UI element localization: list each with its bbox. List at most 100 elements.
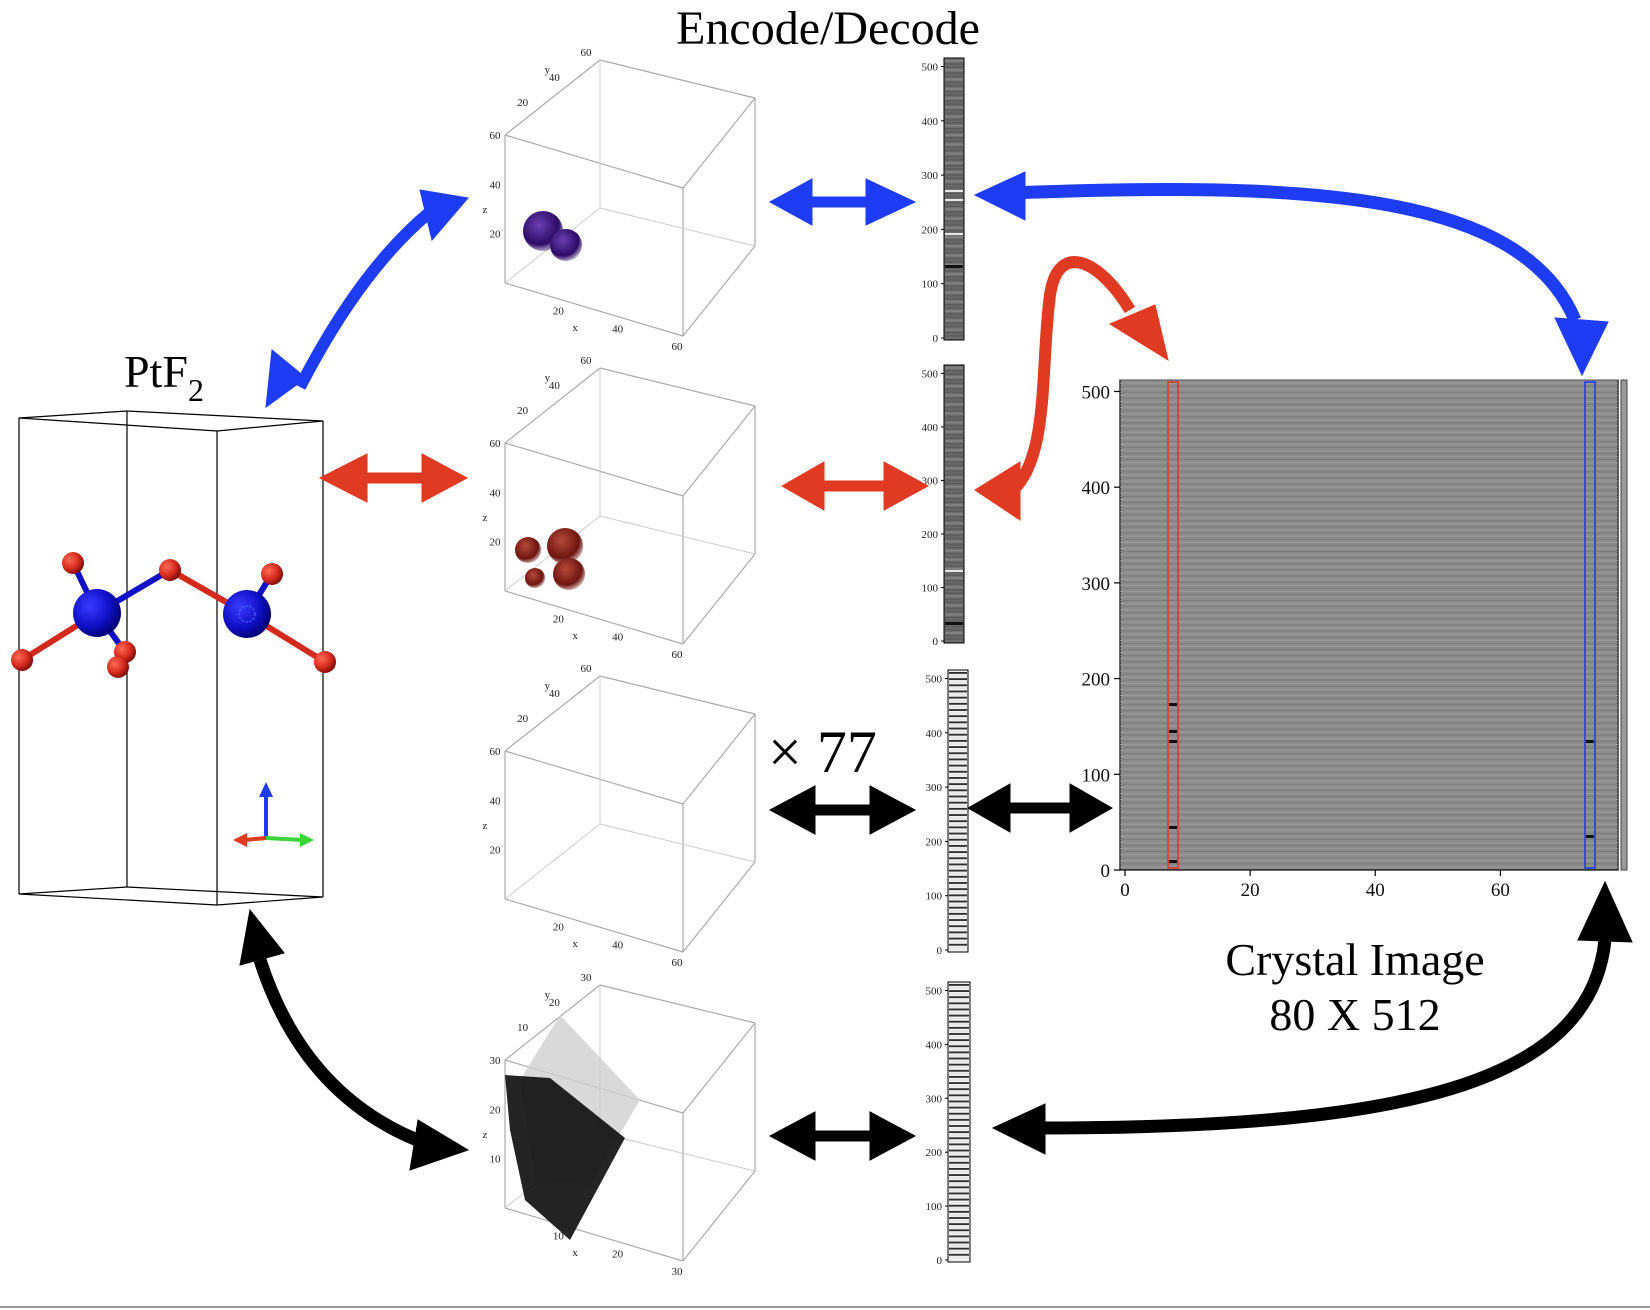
strip-band — [945, 616, 963, 619]
strip-band — [949, 1118, 969, 1121]
strip-band — [949, 1051, 969, 1054]
strip-band — [945, 161, 963, 164]
strip-band — [945, 78, 963, 81]
strip-band — [945, 331, 963, 334]
strip-band — [949, 804, 967, 807]
strip-band — [949, 1054, 969, 1057]
strip-band — [945, 263, 963, 266]
strip-band — [945, 525, 963, 528]
strip-band — [949, 909, 967, 912]
strip-band — [945, 248, 963, 251]
strip-band — [949, 709, 967, 711]
strip-band — [945, 409, 963, 412]
strip-band — [949, 1094, 969, 1097]
cube-z-label: z — [483, 204, 488, 216]
strip-band — [949, 987, 969, 989]
strip-band — [945, 140, 963, 143]
strip-band — [949, 1122, 969, 1124]
strip-band — [949, 773, 967, 776]
strip-band — [949, 1082, 969, 1084]
cube1-voxels — [523, 211, 582, 261]
strip-band — [945, 124, 963, 127]
crystal-y-tick: 100 — [1082, 765, 1111, 786]
cube-z-tick: 60 — [490, 746, 502, 758]
cube-edge — [504, 1207, 684, 1262]
crystal-x-tick: 40 — [1366, 880, 1385, 901]
strip-band — [949, 940, 967, 943]
cube-y-tick: 40 — [549, 380, 561, 392]
cube-z-tick: 20 — [490, 845, 502, 857]
strip-band — [949, 1177, 969, 1180]
strip-tick: 300 — [926, 782, 943, 794]
strip-band — [949, 1011, 969, 1014]
strip-band — [945, 510, 963, 512]
strip-tick: 200 — [926, 1147, 943, 1159]
strip-band — [945, 455, 963, 458]
strip-band — [945, 93, 963, 96]
strip-band — [945, 90, 963, 93]
strip-band — [945, 367, 963, 369]
strip-band — [945, 180, 963, 183]
strip-band — [945, 589, 963, 592]
strip-band — [949, 931, 967, 934]
strip-band — [949, 1180, 969, 1183]
strip-band — [949, 1036, 969, 1038]
strip-band — [949, 783, 967, 786]
f-atom — [261, 563, 283, 585]
strip-band — [945, 177, 963, 180]
strip-band — [945, 294, 963, 297]
strip-band — [945, 112, 963, 115]
strip-band — [945, 476, 963, 479]
strip-accent — [945, 199, 963, 201]
strip-band — [949, 916, 967, 918]
pt-atom — [223, 590, 271, 638]
strip-band — [949, 943, 967, 946]
strip-band — [949, 801, 967, 804]
cube-edge — [504, 134, 684, 189]
red-column-highlight — [1167, 381, 1179, 869]
cube-z-tick: 40 — [490, 795, 502, 807]
strip-band — [945, 421, 963, 424]
strip-band — [945, 285, 963, 288]
strip-band — [949, 1091, 969, 1094]
cube-edge — [599, 675, 756, 715]
strip-band — [949, 1131, 969, 1134]
strip-band — [949, 1057, 969, 1060]
strip-band — [949, 922, 967, 925]
strip-band — [949, 1030, 969, 1032]
strip-band — [949, 866, 967, 869]
strip-band — [949, 681, 967, 684]
strip-band — [949, 891, 967, 894]
cube-x-tick: 20 — [553, 922, 565, 934]
cube-z-label: z — [483, 1129, 488, 1141]
strip-band — [949, 903, 967, 906]
strip-band — [949, 795, 967, 798]
strip-band — [949, 1250, 969, 1253]
strip-band — [949, 811, 967, 813]
strip-band — [949, 817, 967, 820]
strip-band — [949, 789, 967, 792]
encode-decode-title: Encode/Decode — [676, 2, 980, 55]
column-mark — [1586, 835, 1594, 838]
strip-band — [945, 69, 963, 72]
strip-band — [949, 912, 967, 915]
cube-edge — [599, 367, 756, 407]
strip-band — [945, 316, 963, 319]
strip-band — [949, 1152, 969, 1155]
strip-band — [949, 946, 967, 949]
strip-band — [945, 546, 963, 549]
strip-band — [945, 561, 963, 564]
strip-band — [949, 841, 967, 844]
crystal-image-title: Crystal Image — [1225, 934, 1484, 985]
cube-edge — [682, 1022, 756, 1114]
strip-band — [949, 690, 967, 693]
strip-band — [945, 458, 963, 461]
strip-band — [949, 1168, 969, 1170]
strip-band — [949, 1109, 969, 1112]
strip-tick: 400 — [926, 728, 943, 740]
strip-band — [949, 1106, 969, 1109]
strip-band — [949, 684, 967, 687]
strip-band — [949, 1017, 969, 1020]
